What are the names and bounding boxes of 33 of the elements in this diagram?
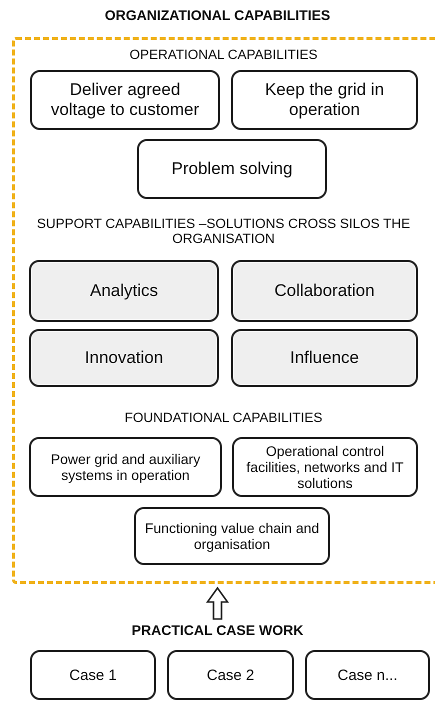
hollow-arrow xyxy=(206,586,230,620)
box-text: Power grid and auxiliary systems in operation xyxy=(50,451,202,483)
section-heading: OPERATIONAL CAPABILITIES xyxy=(128,47,319,62)
capability-box xyxy=(30,70,220,130)
capability-box xyxy=(231,260,418,322)
box-text: Deliver agreed voltage to customer xyxy=(50,80,200,120)
box-text: Case n... xyxy=(337,666,398,684)
box-text: Problem solving xyxy=(172,159,292,179)
dashed-container xyxy=(12,37,435,584)
capability-box xyxy=(232,437,418,497)
diagram-title: ORGANIZATIONAL CAPABILITIES xyxy=(104,7,332,23)
section-heading: FOUNDATIONAL CAPABILITIES xyxy=(124,410,324,425)
capability-box xyxy=(30,650,156,700)
capability-box xyxy=(29,260,219,322)
box-text: Keep the grid in operation xyxy=(264,80,386,120)
box-text: Analytics xyxy=(90,281,158,301)
capability-box xyxy=(134,507,330,565)
box-text: Operational control facilities, networks and IT solutions xyxy=(245,443,405,491)
box-text: Collaboration xyxy=(274,281,375,301)
section-heading: PRACTICAL CASE WORK xyxy=(100,622,335,642)
box-text: Case 1 xyxy=(69,666,117,684)
capability-box xyxy=(29,437,222,497)
box-text: Case 2 xyxy=(206,666,254,684)
box-text: Influence xyxy=(290,348,359,368)
box-text: Innovation xyxy=(84,348,164,368)
capability-box xyxy=(29,329,219,387)
capability-box xyxy=(305,650,430,700)
capability-box xyxy=(137,139,327,199)
capability-box xyxy=(231,329,418,387)
capability-box xyxy=(167,650,294,700)
box-text: Functioning value chain and organisation xyxy=(144,520,320,552)
section-heading: SUPPORT CAPABILITIES –SOLUTIONS CROSS SILOS THE ORGANISATION xyxy=(36,216,412,246)
capability-box xyxy=(231,70,418,130)
